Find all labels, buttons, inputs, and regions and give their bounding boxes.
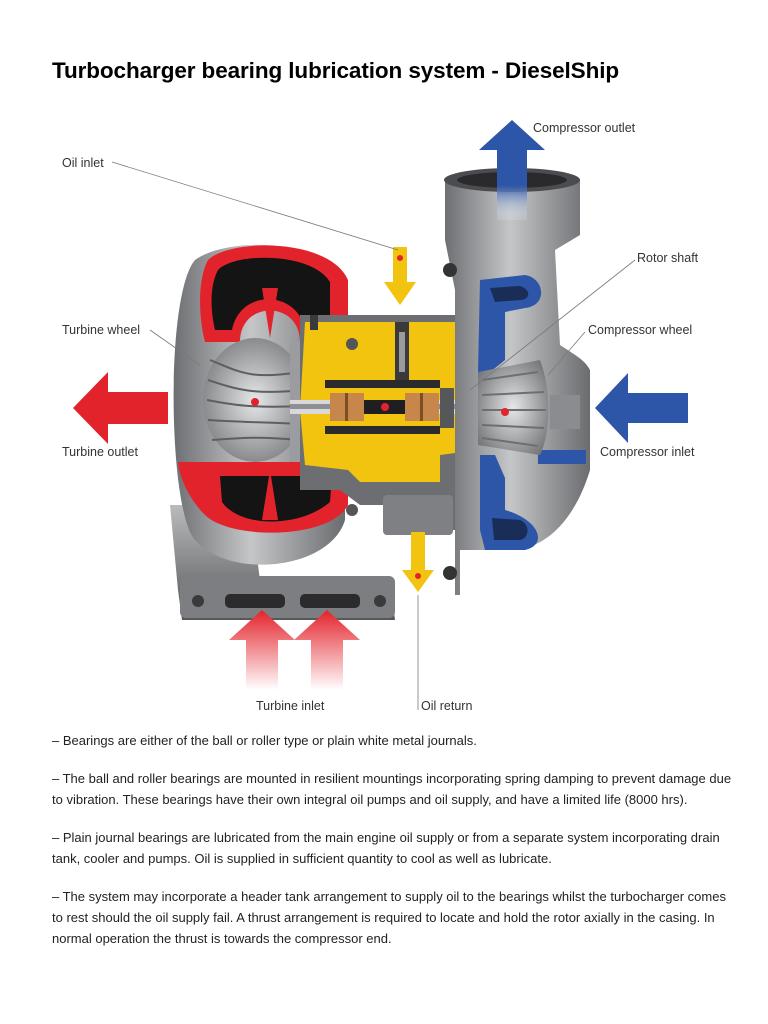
paragraph-ball-roller-bearings: – The ball and roller bearings are mount… [52,771,732,807]
label-turbine-outlet: Turbine outlet [62,445,138,459]
turbocharger-diagram: Compressor outlet Oil inlet Rotor shaft … [0,110,768,720]
turbine-outlet-arrow [73,372,168,444]
page-title: Turbocharger bearing lubrication system … [52,58,620,83]
article-body: – Bearings are either of the ball or rol… [52,730,732,966]
label-oil-inlet: Oil inlet [62,156,104,170]
turbine-inlet-arrows [229,610,360,690]
label-turbine-wheel: Turbine wheel [62,323,140,337]
compressor-inlet-arrow [595,373,688,443]
label-rotor-shaft: Rotor shaft [637,251,699,265]
paragraph-header-tank-thrust: – The system may incorporate a header ta… [52,889,726,946]
label-compressor-inlet: Compressor inlet [600,445,695,459]
label-turbine-inlet: Turbine inlet [256,699,325,713]
paragraph-bearing-types: – Bearings are either of the ball or rol… [52,733,477,748]
compressor-housing [443,168,590,595]
compressor-outlet-arrow [479,120,545,220]
oil-inlet-arrow [384,247,416,305]
paragraph-plain-journal-bearings: – Plain journal bearings are lubricated … [52,830,720,866]
label-oil-return: Oil return [421,699,472,713]
oil-return-arrow [402,532,434,592]
label-compressor-outlet: Compressor outlet [533,121,636,135]
label-compressor-wheel: Compressor wheel [588,323,692,337]
